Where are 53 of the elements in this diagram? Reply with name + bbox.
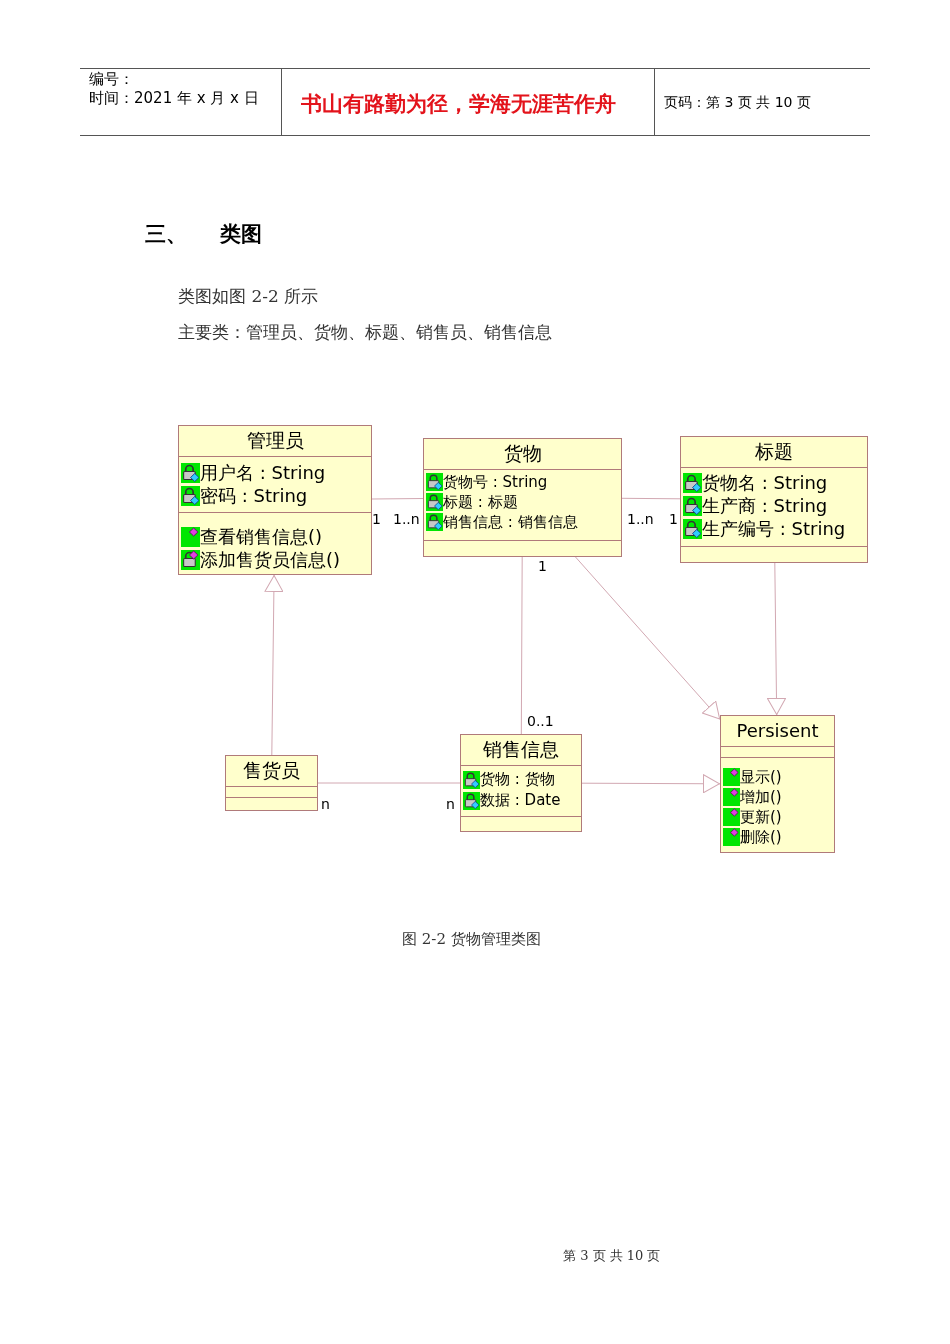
association-line <box>621 497 681 500</box>
association-line <box>317 782 461 784</box>
attribute-text: 数据 : Date <box>480 792 561 809</box>
section-heading: 三、 类图 <box>145 221 263 248</box>
class-box <box>423 438 622 557</box>
class-box <box>680 436 868 563</box>
attribute-text: 生产编号 : String <box>702 518 846 539</box>
inheritance-arrow <box>581 774 721 794</box>
inheritance-arrow <box>264 574 284 756</box>
inheritance-arrow <box>767 562 786 716</box>
header-text: 时间：2021 年 x 月 x 日 <box>89 89 259 108</box>
header-text: 编号： <box>89 70 134 89</box>
class-name: 管理员 <box>246 430 304 452</box>
association-line <box>371 498 424 500</box>
class-box <box>225 755 318 811</box>
figure-caption: 图 2-2 货物管理类图 <box>402 930 541 949</box>
attribute-text: 货物 : 货物 <box>480 771 555 788</box>
attribute-text: 标题 : 标题 <box>443 493 518 511</box>
class-name: Persisent <box>736 720 819 742</box>
page-footer: 第 3 页 共 10 页 <box>563 1247 661 1265</box>
operation-text: 查看销售信息() <box>200 526 323 547</box>
class-name: 销售信息 <box>483 739 559 761</box>
operation-text: 更新() <box>740 808 782 826</box>
multiplicity-label: 1 <box>372 511 381 527</box>
operation-text: 添加售货员信息() <box>200 549 341 570</box>
multiplicity-label: 1..n <box>393 511 420 527</box>
attribute-text: 货物号 : String <box>443 473 548 491</box>
operation-text: 显示() <box>740 768 782 786</box>
class-name: 货物 <box>503 443 542 465</box>
multiplicity-label: 1 <box>538 558 547 574</box>
multiplicity-label: n <box>446 796 455 812</box>
paragraph: 主要类：管理员、货物、标题、销售员、销售信息 <box>178 321 552 344</box>
operation-text: 增加() <box>740 788 782 806</box>
multiplicity-label: 1..n <box>627 511 654 527</box>
class-box <box>460 734 582 832</box>
class-name: 标题 <box>755 441 793 463</box>
attribute-text: 货物名 : String <box>702 472 828 493</box>
attribute-text: 生产商 : String <box>702 495 828 516</box>
class-box <box>720 715 835 853</box>
header-motto: 书山有路勤为径，学海无涯苦作舟 <box>301 91 616 118</box>
class-name: 售货员 <box>243 760 300 782</box>
attribute-text: 销售信息 : 销售信息 <box>443 513 578 531</box>
page-number: 页码：第 3 页 共 10 页 <box>664 94 811 112</box>
multiplicity-label: n <box>321 796 330 812</box>
multiplicity-label: 0..1 <box>527 713 554 729</box>
class-box <box>178 425 372 575</box>
paragraph: 类图如图 2-2 所示 <box>178 285 319 308</box>
attribute-text: 密码 : String <box>200 485 308 506</box>
attribute-text: 用户名 : String <box>200 462 326 483</box>
inheritance-arrow <box>575 556 721 720</box>
operation-text: 删除() <box>740 828 782 846</box>
multiplicity-label: 1 <box>669 511 678 527</box>
association-line <box>520 556 523 735</box>
